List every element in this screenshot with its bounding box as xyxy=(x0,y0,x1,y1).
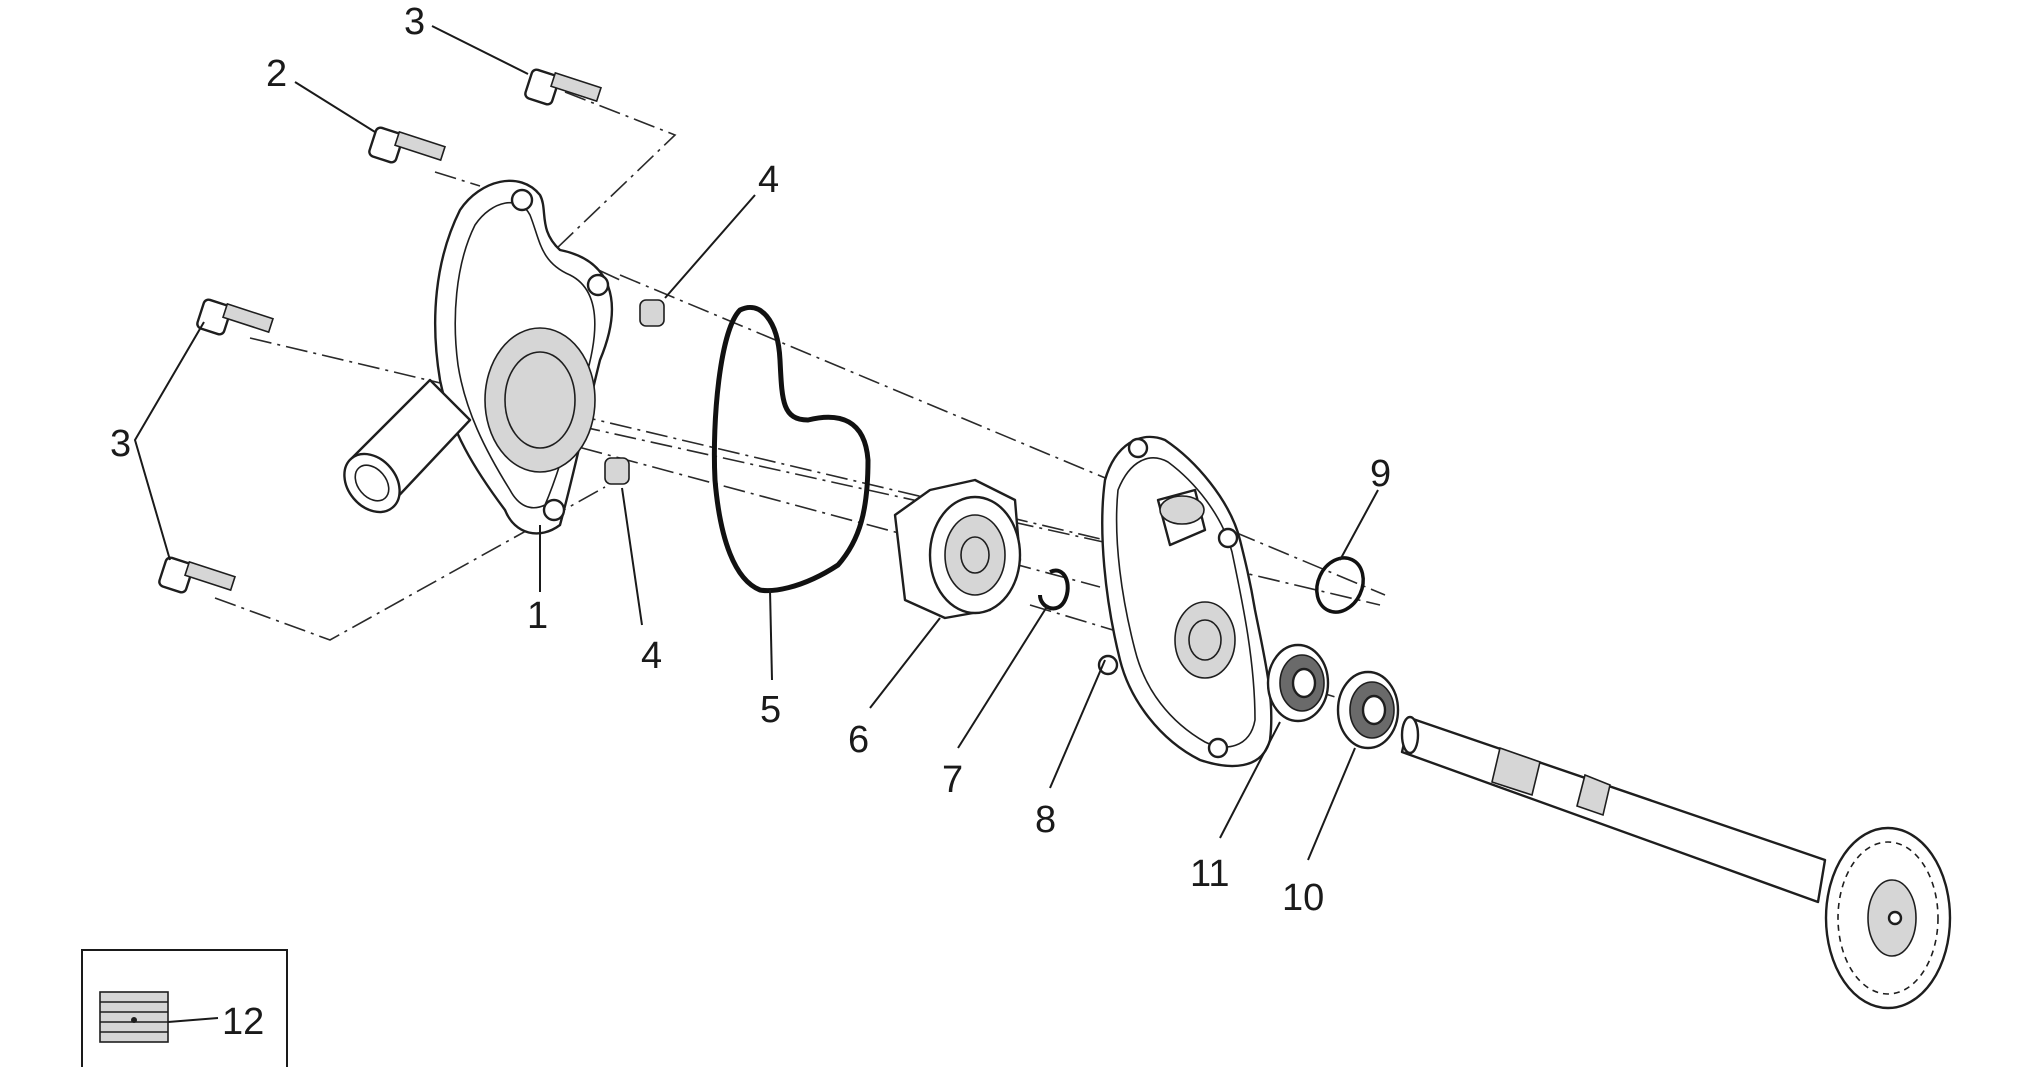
sealant-icon xyxy=(99,991,169,1043)
dowel-top xyxy=(639,299,665,327)
label-part-12: 12 xyxy=(222,1001,264,1043)
label-part-10: 10 xyxy=(1282,877,1324,919)
screw-left-upper xyxy=(196,298,274,336)
seal-10 xyxy=(1336,670,1400,750)
circlip xyxy=(1038,568,1070,611)
screw-2 xyxy=(368,126,446,164)
pump-shaft-gear xyxy=(1400,715,1952,1010)
label-part-3-left: 3 xyxy=(110,423,131,465)
screw-left-lower xyxy=(158,556,236,594)
label-part-4-top: 4 xyxy=(758,159,779,201)
screw-top xyxy=(524,68,602,106)
part-labels: 3 2 4 3 1 4 5 6 7 8 9 11 10 12 xyxy=(110,1,1391,1043)
leader-lines xyxy=(133,25,1379,861)
pump-cover xyxy=(343,179,614,535)
impeller xyxy=(893,478,1022,620)
small-o-ring xyxy=(1315,556,1365,614)
label-part-8: 8 xyxy=(1035,799,1056,841)
label-part-9: 9 xyxy=(1370,453,1391,495)
label-part-2: 2 xyxy=(266,53,287,95)
label-part-6: 6 xyxy=(848,719,869,761)
gasket-o-ring xyxy=(711,305,871,594)
pump-housing xyxy=(1097,435,1273,768)
bearing-11 xyxy=(1266,643,1330,723)
label-part-7: 7 xyxy=(942,759,963,801)
label-part-4-bottom: 4 xyxy=(641,635,662,677)
label-part-3-top: 3 xyxy=(404,1,425,43)
label-part-11: 11 xyxy=(1190,853,1229,895)
label-part-5: 5 xyxy=(760,689,781,731)
label-part-1: 1 xyxy=(527,595,548,637)
dowel-bottom xyxy=(604,457,630,485)
inset-box xyxy=(81,949,288,1067)
